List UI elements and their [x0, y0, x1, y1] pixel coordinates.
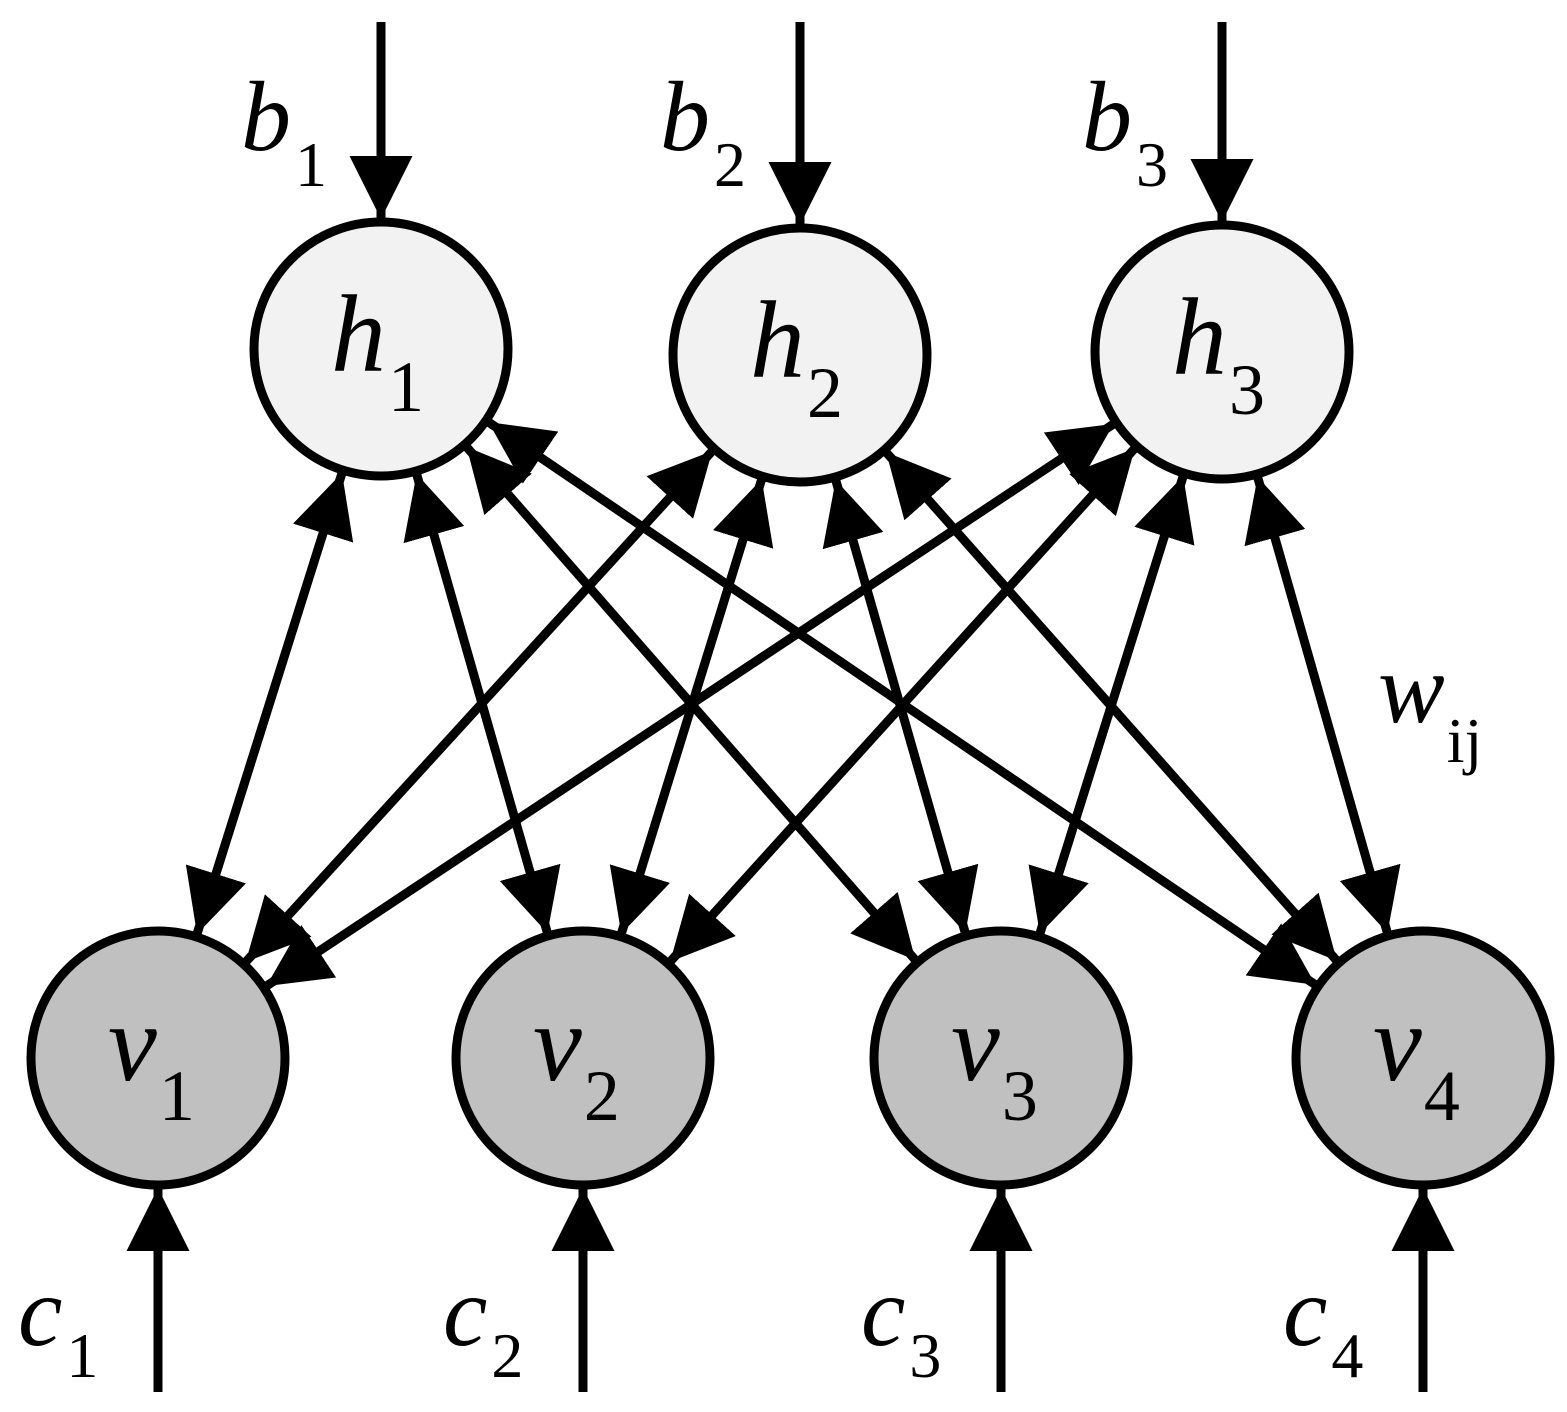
- hidden-unit-label-h3: h3: [1172, 276, 1265, 430]
- connection-h3-v4: [1244, 475, 1401, 935]
- bias-label-v3: c3: [861, 1256, 941, 1391]
- weight-label-subscript: ij: [1447, 705, 1483, 776]
- connection-h2-v1: [242, 447, 716, 966]
- hidden-unit-h1: [249, 217, 513, 481]
- visible-unit-v4: [1291, 926, 1555, 1190]
- hidden-unit-label-h1-subscript: 1: [388, 347, 424, 427]
- visible-unit-label-v3-subscript: 3: [1002, 1056, 1038, 1136]
- connection-h1-v1: [185, 471, 354, 936]
- hidden-unit-h2: [668, 223, 932, 487]
- visible-unit-v2: [451, 926, 715, 1190]
- weight-label: wij: [1378, 633, 1482, 776]
- visible-unit-label-v2: v2: [533, 982, 620, 1136]
- visible-unit-label-v2-subscript: 2: [584, 1056, 620, 1136]
- visible-unit-label-v4-symbol: v: [1373, 982, 1422, 1104]
- bias-label-h1-subscript: 1: [295, 129, 327, 200]
- bias-label-h1-symbol: b: [241, 61, 291, 172]
- bias-label-h3: b3: [1082, 61, 1168, 200]
- hidden-unit-label-h3-symbol: h: [1172, 276, 1227, 398]
- visible-unit-label-v4: v4: [1373, 982, 1460, 1136]
- node-layer: [26, 217, 1555, 1190]
- visible-unit-label-v1-symbol: v: [108, 982, 157, 1104]
- bias-label-v4: c4: [1283, 1256, 1363, 1391]
- bias-label-v3-subscript: 3: [909, 1320, 941, 1391]
- hidden-unit-label-h1: h1: [331, 273, 424, 427]
- visible-unit-label-v1: v1: [108, 982, 195, 1136]
- bias-label-h3-subscript: 3: [1136, 129, 1168, 200]
- bias-label-v1-subscript: 1: [66, 1320, 98, 1391]
- bias-label-h3-symbol: b: [1082, 61, 1132, 172]
- hidden-unit-label-h2-subscript: 2: [807, 353, 843, 433]
- hidden-unit-label-h3-subscript: 3: [1229, 350, 1265, 430]
- bias-label-v4-symbol: c: [1283, 1256, 1327, 1367]
- bias-label-v2-subscript: 2: [491, 1320, 523, 1391]
- visible-unit-label-v2-symbol: v: [533, 982, 582, 1104]
- bias-layer: [126, 22, 1455, 1392]
- visible-unit-label-v1-subscript: 1: [159, 1056, 195, 1136]
- visible-unit-label-v3: v3: [951, 982, 1038, 1136]
- bias-label-v2-symbol: c: [443, 1256, 487, 1367]
- bias-label-h2-symbol: b: [660, 61, 710, 172]
- bias-label-v1-symbol: c: [18, 1256, 62, 1367]
- bias-label-h1: b1: [241, 61, 327, 200]
- weight-label-symbol: w: [1378, 633, 1445, 744]
- edge-layer: [185, 418, 1401, 990]
- bias-label-v1: c1: [18, 1256, 98, 1391]
- visible-unit-label-v3-symbol: v: [951, 982, 1000, 1104]
- visible-unit-v1: [26, 926, 290, 1190]
- connection-h3-v1: [263, 420, 1117, 990]
- visible-unit-label-v4-subscript: 4: [1424, 1056, 1460, 1136]
- connection-h3-v3: [1028, 474, 1195, 936]
- hidden-unit-label-h2: h2: [750, 279, 843, 433]
- connection-h3-v2: [666, 445, 1139, 965]
- bias-label-h2-subscript: 2: [714, 129, 746, 200]
- bias-label-h2: b2: [660, 61, 746, 200]
- hidden-unit-h3: [1090, 220, 1354, 484]
- hidden-unit-label-h1-symbol: h: [331, 273, 386, 395]
- bias-label-v4-subscript: 4: [1331, 1320, 1363, 1391]
- hidden-unit-label-h2-symbol: h: [750, 279, 805, 401]
- bias-label-v2: c2: [443, 1256, 523, 1391]
- visible-unit-v3: [869, 926, 1133, 1190]
- bias-label-v3-symbol: c: [861, 1256, 905, 1367]
